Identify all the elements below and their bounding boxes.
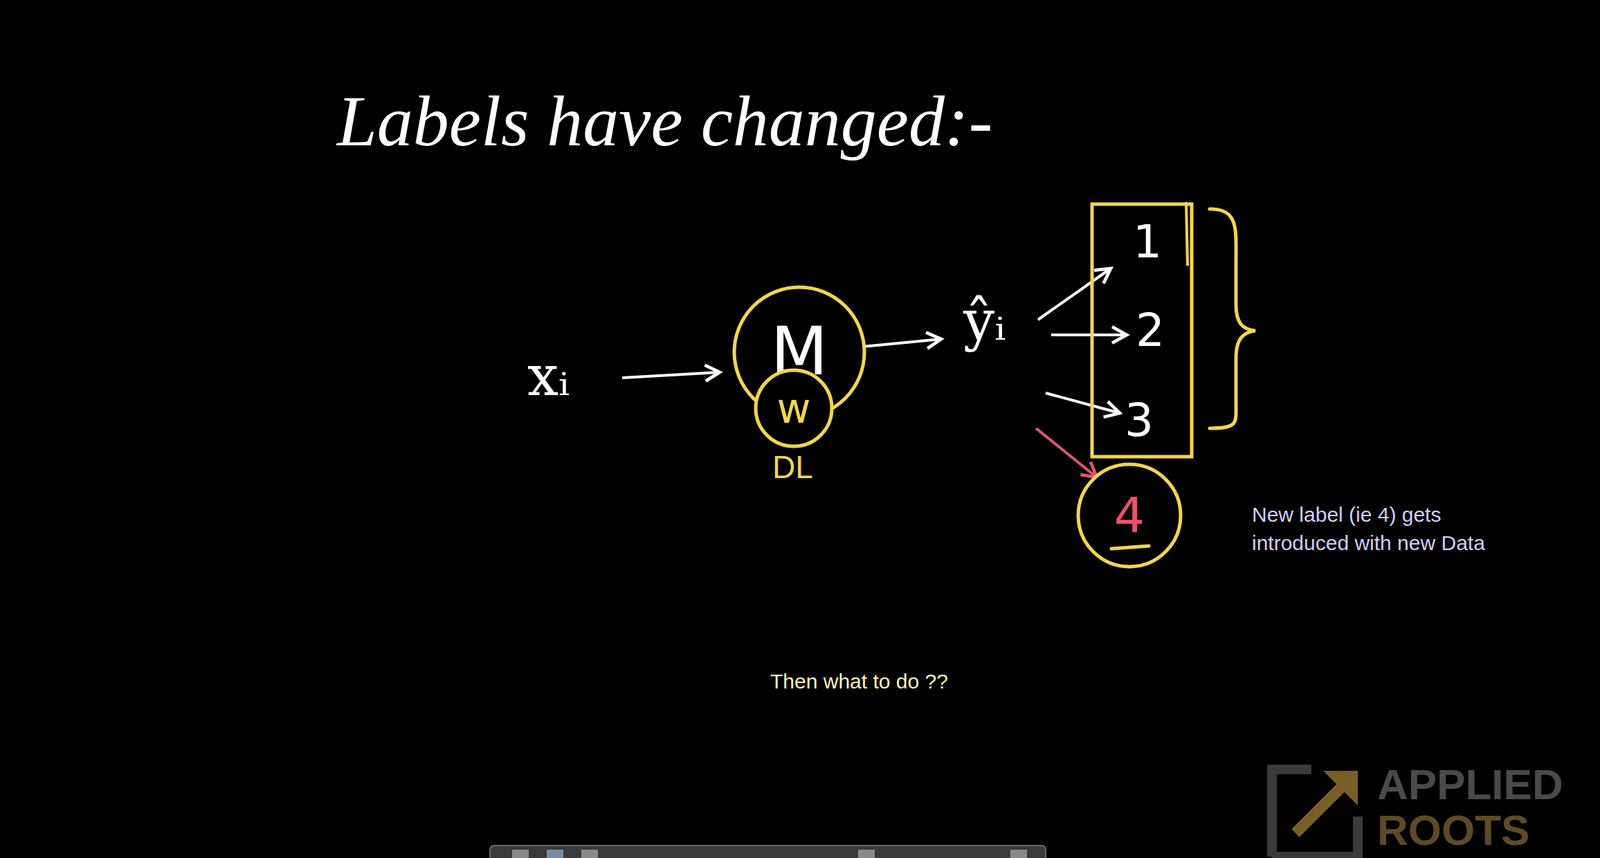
class-label: 1 <box>1132 217 1162 268</box>
logo-arrow-head <box>1323 770 1358 806</box>
question-note: Then what to do ?? <box>770 669 949 693</box>
weight-circle: w <box>753 368 834 449</box>
toolbar-icon <box>581 849 598 858</box>
box-mark <box>1186 202 1188 266</box>
prediction-symbol: ŷᵢ <box>963 290 1006 352</box>
circle-outline <box>1078 464 1181 567</box>
label-set-box: 1 2 3 <box>1089 202 1194 459</box>
toolbar-icon <box>1010 849 1027 858</box>
output-arrow <box>862 339 942 347</box>
class-label: 3 <box>1124 395 1154 447</box>
watermark: ROOTS <box>1377 806 1530 854</box>
label-arrow <box>1045 393 1120 414</box>
title: Labels have changed:- <box>337 81 993 161</box>
watermark: APPLIED <box>1377 761 1564 809</box>
node-label: 4 <box>1114 489 1146 543</box>
curly-brace <box>1209 208 1256 429</box>
circle-outline <box>755 370 832 447</box>
dl-label: DL <box>772 449 814 486</box>
logo-bracket <box>1271 769 1358 857</box>
underline-mark <box>1111 546 1149 549</box>
input-symbol: xᵢ <box>527 346 570 407</box>
toolbar-icon <box>512 849 529 858</box>
new-label-arrow <box>1035 428 1097 478</box>
label-arrow <box>1038 268 1111 320</box>
input-arrow <box>622 372 720 378</box>
class-label: 2 <box>1135 305 1165 357</box>
node-label: w <box>776 385 811 432</box>
box-outline <box>1092 204 1192 457</box>
toolbar <box>489 845 1046 858</box>
label-arrow <box>1051 333 1127 337</box>
toolbar-icon <box>546 849 564 858</box>
new-label-circle: 4 <box>1076 462 1183 569</box>
toolbar-icon <box>858 849 875 858</box>
annotation-note: New label (ie 4) gets introduced with ne… <box>1251 501 1522 558</box>
